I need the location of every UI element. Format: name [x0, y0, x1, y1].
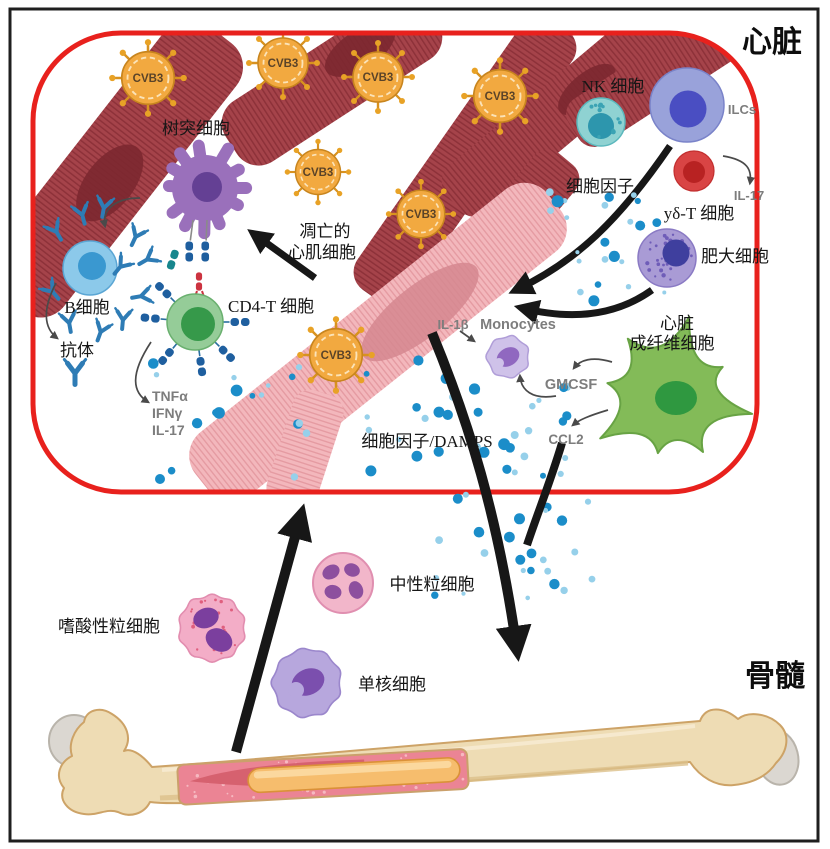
apoptotic-label-line1: 凋亡的: [300, 222, 351, 241]
apoptotic-to-dc-arrow: [247, 229, 318, 281]
cytokines-label: 细胞因子: [566, 177, 634, 196]
ccl2-signal-line: [523, 441, 566, 547]
il17-right-label: IL-17: [734, 188, 764, 203]
eosinophil: [178, 593, 246, 663]
mast-cell-label: 肥大细胞: [701, 247, 769, 266]
marrow-to-heart-arrow: [231, 503, 313, 754]
bcell-to-antibody-arrow: [45, 282, 59, 340]
dendritic-cell: [162, 139, 253, 240]
cvb3-labels: CVB3 CVB3 CVB3 CVB3 CVB3 CVB3 CVB3: [133, 58, 516, 362]
fibroblast-ccl2-arrow: [571, 409, 609, 427]
eosinophil-label: 嗜酸性粒细胞: [58, 617, 160, 636]
fibroblast-label-line1: 心脏: [660, 314, 694, 333]
heart-region: [35, 35, 755, 490]
il1b-label: IL-1β: [437, 317, 468, 332]
bone-marrow-cell-labels: 嗜酸性粒细胞 中性粒细胞 单核细胞: [58, 575, 475, 694]
il1b-arrow: [459, 330, 476, 343]
tnfa-label: TNFα: [152, 388, 188, 404]
mast-cytokine-arrow: [513, 287, 655, 325]
apoptotic-label-line2: 心肌细胞: [288, 243, 356, 262]
heart-arrows: [247, 144, 673, 325]
dendritic-cell-label: 树突细胞: [162, 119, 230, 138]
trafficking-arrows: [231, 331, 566, 754]
apoptotic-cardiomyocyte: [189, 182, 567, 490]
ilcs-label: ILCs: [728, 102, 756, 117]
b-cell: [62, 240, 118, 296]
heart-cell-labels: 树突细胞 NK 细胞 ILCs IL-17 yδ-T 细胞 细胞因子 肥大细胞 …: [60, 77, 769, 451]
ifng-label: IFNγ: [152, 405, 183, 421]
fibroblast-gmcsf-arrow: [572, 358, 613, 370]
ilc-cytokine-arrow: [508, 144, 673, 295]
bm-monocyte-label: 单核细胞: [358, 675, 426, 694]
immunological-synapse: [165, 219, 210, 301]
cd4-t-label: CD4-T 细胞: [228, 297, 314, 316]
gmcsf-label: GMCSF: [545, 377, 598, 393]
fibroblast-label-line2: 成纤维细胞: [630, 334, 715, 353]
signal-arrows: [45, 155, 755, 427]
gdt-il17-arrow: [722, 155, 755, 186]
nk-cell: [576, 97, 626, 147]
gamma-delta-t-label: yδ-T 细胞: [664, 204, 735, 223]
cd4t-cytokine-arrow: [134, 341, 152, 404]
cvb3-label: CVB3: [363, 72, 394, 84]
cvb3-label: CVB3: [133, 73, 164, 85]
cvb3-label: CVB3: [268, 58, 299, 70]
b-cell-label: B细胞: [64, 298, 109, 317]
damps-to-marrow-arrow: [427, 331, 532, 662]
heart-region-title: 心脏: [742, 26, 802, 59]
bm-monocyte: [270, 647, 342, 719]
ccl2-label: CCL2: [548, 432, 583, 447]
cvb3-label: CVB3: [321, 350, 352, 362]
il17-left-label: IL-17: [152, 422, 185, 438]
nk-cell-label: NK 细胞: [582, 77, 645, 96]
bone-marrow-window: [176, 748, 470, 806]
cvb3-label: CVB3: [485, 91, 516, 103]
heart-monocyte: [485, 334, 530, 379]
cvb3-label: CVB3: [303, 167, 334, 179]
gmcsf-to-monocyte-arrow: [516, 373, 557, 398]
heart-boundary: [30, 30, 760, 495]
cardiac-fibroblast: [599, 315, 754, 455]
damps-label: 细胞因子/DAMPS: [361, 432, 492, 451]
cd4-t-cell: [139, 279, 251, 378]
mast-cell: [637, 228, 697, 288]
cvb3-label: CVB3: [406, 209, 437, 221]
monocytes-label: Monocytes: [480, 317, 556, 333]
gamma-delta-t-cell: [673, 150, 715, 192]
bone: [48, 708, 800, 816]
neutrophil: [312, 552, 374, 614]
bone-marrow-region-title: 骨髓: [745, 660, 805, 693]
ilc-cell: [649, 67, 725, 143]
neutrophil-label: 中性粒细胞: [390, 575, 475, 594]
antibody-label: 抗体: [60, 341, 94, 360]
dc-to-bcell-arrow: [99, 197, 141, 229]
